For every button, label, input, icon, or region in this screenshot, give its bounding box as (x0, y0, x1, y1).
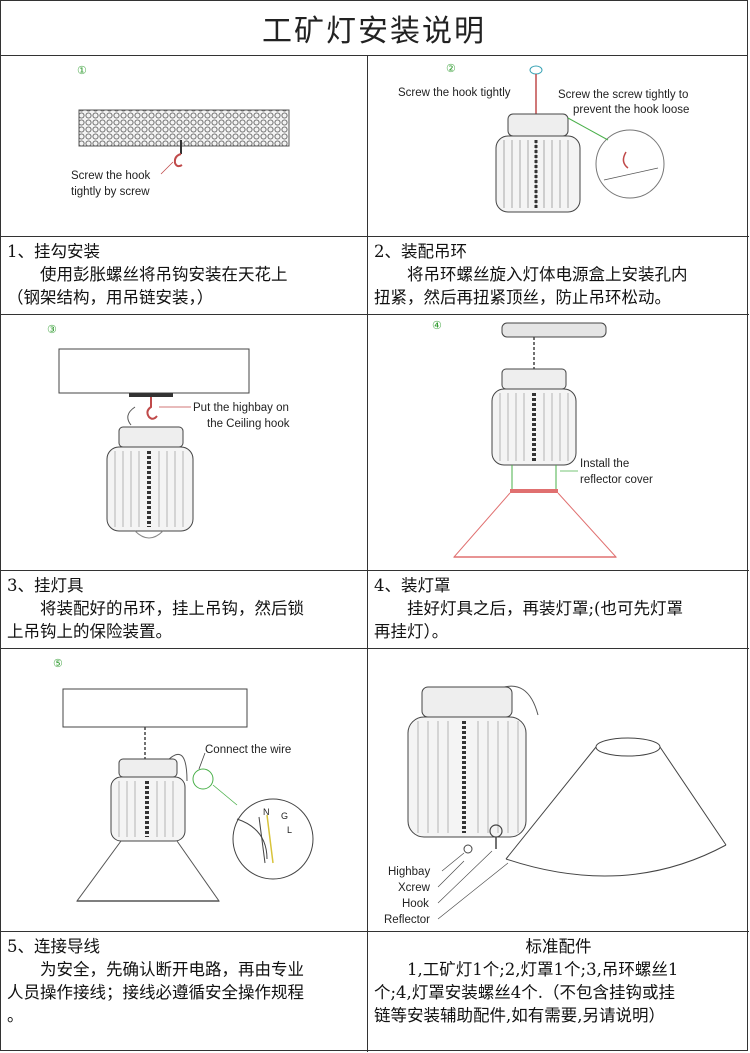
parts-label-hook: Hook (402, 898, 429, 910)
step3-text-1: 将装配好的吊环，挂上吊钩，然后锁 (40, 599, 304, 618)
step2-label-2: Screw the screw tightly to (558, 89, 688, 101)
parts-label-xcrew: Xcrew (398, 882, 431, 894)
ceiling-beam (62, 688, 248, 728)
step1-illustration: ① Screw the hook tightly by screw (1, 56, 368, 237)
wire-label-g: G (281, 811, 288, 821)
step5-description: 5、连接导线 为安全，先确认断开电路，再由专业 人员操作接线；接线必遵循安全操作… (1, 932, 368, 1052)
step3-heading: 3、挂灯具 (7, 576, 84, 595)
step1-label-1: Screw the hook (71, 170, 151, 182)
step5-text-3: 。 (7, 1006, 24, 1025)
parts-description: 标准配件 1,工矿灯1个;2,灯罩1个;3,吊环螺丝1 个;4,灯罩安装螺丝4个… (368, 932, 749, 1052)
step1-label-2: tightly by screw (71, 186, 150, 198)
eye-bolt-icon (529, 65, 543, 116)
step5-heading: 5、连接导线 (7, 937, 100, 956)
step3-text-2: 上吊钩上的保险装置。 (7, 622, 172, 641)
wire-label-l: L (287, 825, 292, 835)
parts-text-3: 链等安装辅助配件,如有需要,另请说明） (374, 1006, 665, 1025)
ceiling-hook-icon (129, 393, 173, 420)
step1-heading: 1、挂勾安装 (7, 242, 100, 261)
reflector-cover-icon (76, 840, 220, 902)
highbay-lamp-icon (491, 368, 577, 466)
step4-heading: 4、装灯罩 (374, 576, 451, 595)
parts-illustration: Highbay Xcrew Hook Reflector (368, 649, 749, 932)
highbay-lamp-icon (495, 113, 581, 213)
ceiling-mesh (78, 109, 290, 147)
screw-icon (463, 844, 473, 854)
parts-label-highbay: Highbay (388, 866, 430, 878)
step3-label-2: the Ceiling hook (207, 418, 290, 430)
parts-label-reflector: Reflector (384, 914, 430, 926)
step3-number: ③ (47, 324, 57, 336)
step5-text-1: 为安全，先确认断开电路，再由专业 (40, 960, 304, 979)
parts-text-1: 1,工矿灯1个;2,灯罩1个;3,吊环螺丝1 (407, 960, 679, 979)
step4-illustration: ④ Install the (368, 315, 749, 571)
zoom-detail-icon (567, 117, 665, 199)
step5-label-1: Connect the wire (205, 744, 291, 756)
step2-heading: 2、装配吊环 (374, 242, 467, 261)
parts-text-2: 个;4,灯罩安装螺丝4个.（不包含挂钩或挂 (374, 983, 676, 1002)
step4-label-2: reflector cover (580, 474, 653, 486)
step4-description: 4、装灯罩 挂好灯具之后，再装灯罩;(也可先灯罩 再挂灯）。 (368, 571, 749, 649)
reflector-cover-icon (505, 737, 727, 877)
step1-description: 1、挂勾安装 使用彭胀螺丝将吊钩安装在天花上 （钢架结构，用吊链安装，） (1, 237, 368, 315)
step4-label-1: Install the (580, 458, 629, 470)
step4-number: ④ (432, 320, 442, 332)
wire-label-n: N (263, 807, 270, 817)
hook-icon (173, 140, 183, 168)
page-title: 工矿灯安装说明 (1, 1, 747, 56)
reflector-cover-icon (452, 489, 618, 558)
step2-number: ② (446, 63, 456, 75)
step2-label-3: prevent the hook loose (573, 104, 689, 116)
steps-grid: ① Screw the hook tightly by screw ② Scre… (1, 56, 749, 1052)
highbay-lamp-icon (407, 685, 539, 838)
step3-label-1: Put the highbay on (193, 402, 289, 414)
step2-label-1: Screw the hook tightly (398, 87, 511, 99)
step2-text-2: 扭紧，然后再扭紧顶丝，防止吊环松动。 (374, 288, 671, 307)
step5-number: ⑤ (53, 658, 63, 670)
ceiling-plate (501, 322, 607, 338)
step4-text-2: 再挂灯）。 (374, 622, 449, 641)
parts-heading: 标准配件 (525, 937, 592, 956)
step1-number: ① (77, 65, 87, 77)
step2-text-1: 将吊环螺丝旋入灯体电源盒上安装孔内 (407, 265, 688, 284)
step1-text-2: （钢架结构，用吊链安装，） (7, 288, 214, 307)
step2-description: 2、装配吊环 将吊环螺丝旋入灯体电源盒上安装孔内 扭紧，然后再扭紧顶丝，防止吊环… (368, 237, 749, 315)
step2-illustration: ② Screw the hook tightly Screw the screw… (368, 56, 749, 237)
step5-illustration: ⑤ (1, 649, 368, 932)
highbay-lamp-icon (110, 753, 188, 842)
ceiling-beam (58, 348, 250, 394)
step4-text-1: 挂好灯具之后，再装灯罩;(也可先灯罩 (407, 599, 683, 618)
highbay-lamp-icon (106, 406, 194, 539)
wire-detail-icon (192, 752, 314, 880)
eye-bolt-icon (489, 824, 503, 849)
step1-text-1: 使用彭胀螺丝将吊钩安装在天花上 (40, 265, 288, 284)
step5-text-2: 人员操作接线；接线必遵循安全操作规程 (7, 983, 304, 1002)
step3-description: 3、挂灯具 将装配好的吊环，挂上吊钩，然后锁 上吊钩上的保险装置。 (1, 571, 368, 649)
step3-illustration: ③ Put the highbay on the Ceiling hook (1, 315, 368, 571)
